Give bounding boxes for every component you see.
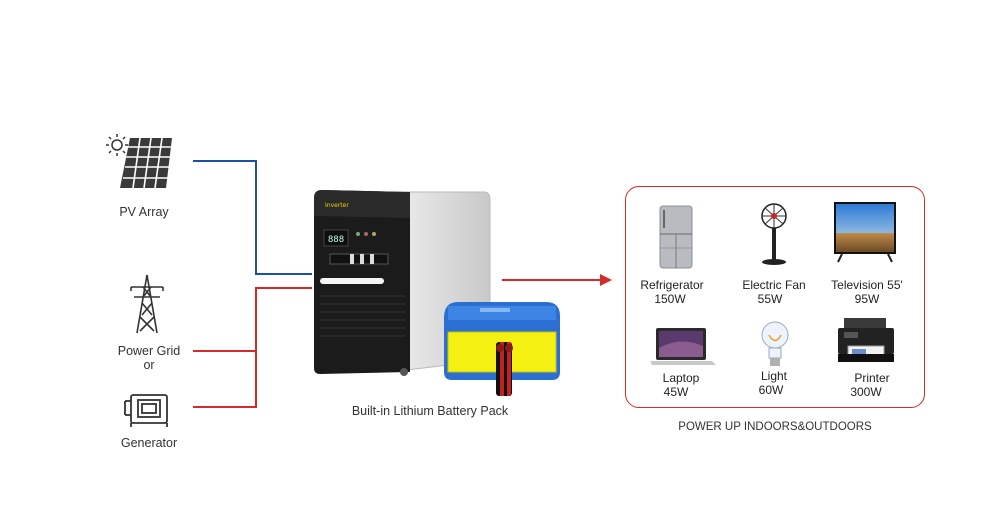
appliance-name: Refrigerator [640,278,704,292]
battery-pack-icon [444,302,560,396]
grid-connection-line [193,287,312,352]
appliances-panel [625,186,925,408]
appliance-power: 300W [850,385,882,399]
generator-connection-line [193,351,257,408]
pv-connection-line [193,160,312,275]
appliance-name: Television 55' [831,278,903,292]
or-label: or [143,358,155,372]
appliance-name: Printer [854,371,890,385]
appliance-name: Electric Fan [742,278,806,292]
inverter-brand: Inverter [325,202,349,209]
svg-text:888: 888 [328,235,344,245]
pv-array-label: PV Array [119,205,169,219]
printer-icon [838,318,894,362]
appliance-power: 150W [654,292,686,306]
power-grid-label: Power Grid [117,344,181,358]
generator-icon [124,394,168,427]
appliance-power: 60W [758,383,784,397]
solar-panel-icon [106,134,172,189]
fan-icon [761,203,787,265]
appliance-power: 55W [757,292,783,306]
television-icon [834,202,896,263]
appliance-power: 95W [854,292,880,306]
refrigerator-icon [659,205,693,269]
generator-label: Generator [120,436,178,450]
laptop-icon [650,328,716,365]
appliance-name: Laptop [662,371,700,385]
battery-caption: Built-in Lithium Battery Pack [351,404,509,418]
footer-caption: POWER UP INDOORS&OUTDOORS [678,421,872,433]
output-arrow-head [600,274,612,286]
appliance-power: 45W [663,385,689,399]
appliance-name: Light [760,369,788,383]
light-bulb-icon [761,321,789,366]
power-tower-icon [130,274,164,334]
